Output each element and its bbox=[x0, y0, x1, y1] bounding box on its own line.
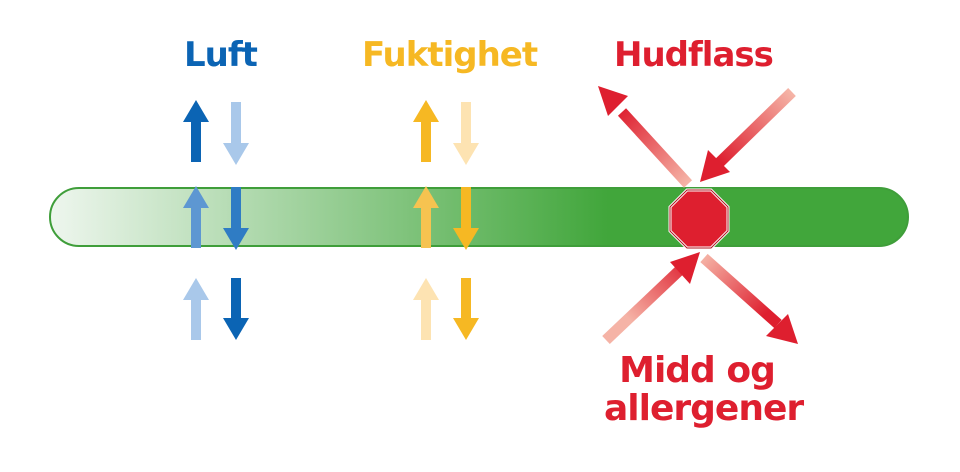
arrow-icon bbox=[617, 108, 693, 188]
arrow-icon bbox=[700, 253, 782, 329]
arrow-down-icon bbox=[453, 187, 479, 250]
air-arrows bbox=[183, 100, 249, 340]
arrow-up-icon bbox=[413, 100, 439, 162]
arrowhead-icon bbox=[766, 314, 798, 344]
mite-arrows bbox=[602, 252, 798, 344]
arrow-icon bbox=[714, 88, 796, 168]
green-bar bbox=[49, 187, 909, 247]
arrowhead-icon bbox=[598, 86, 628, 116]
air-label: Luft bbox=[184, 35, 258, 75]
arrow-up-icon bbox=[413, 186, 439, 248]
arrow-up-icon bbox=[183, 278, 209, 340]
arrow-up-icon bbox=[413, 278, 439, 340]
arrow-down-icon bbox=[223, 187, 249, 250]
arrowhead-icon bbox=[700, 150, 730, 182]
arrow-up-icon bbox=[183, 100, 209, 162]
moisture-label: Fuktighet bbox=[362, 35, 538, 75]
arrow-down-icon bbox=[223, 278, 249, 340]
arrowhead-icon bbox=[670, 252, 700, 284]
mites-allergens-label: Midd og allergener bbox=[604, 350, 804, 429]
arrow-up-icon bbox=[183, 186, 209, 248]
arrow-down-icon bbox=[223, 102, 249, 165]
skin-flake-arrows bbox=[598, 86, 796, 188]
stop-octagon-icon bbox=[668, 188, 730, 250]
skin-flakes-label: Hudflass bbox=[614, 35, 774, 75]
moisture-arrows bbox=[413, 100, 479, 340]
arrow-down-icon bbox=[453, 102, 479, 165]
arrow-icon bbox=[602, 264, 686, 344]
arrow-down-icon bbox=[453, 278, 479, 340]
